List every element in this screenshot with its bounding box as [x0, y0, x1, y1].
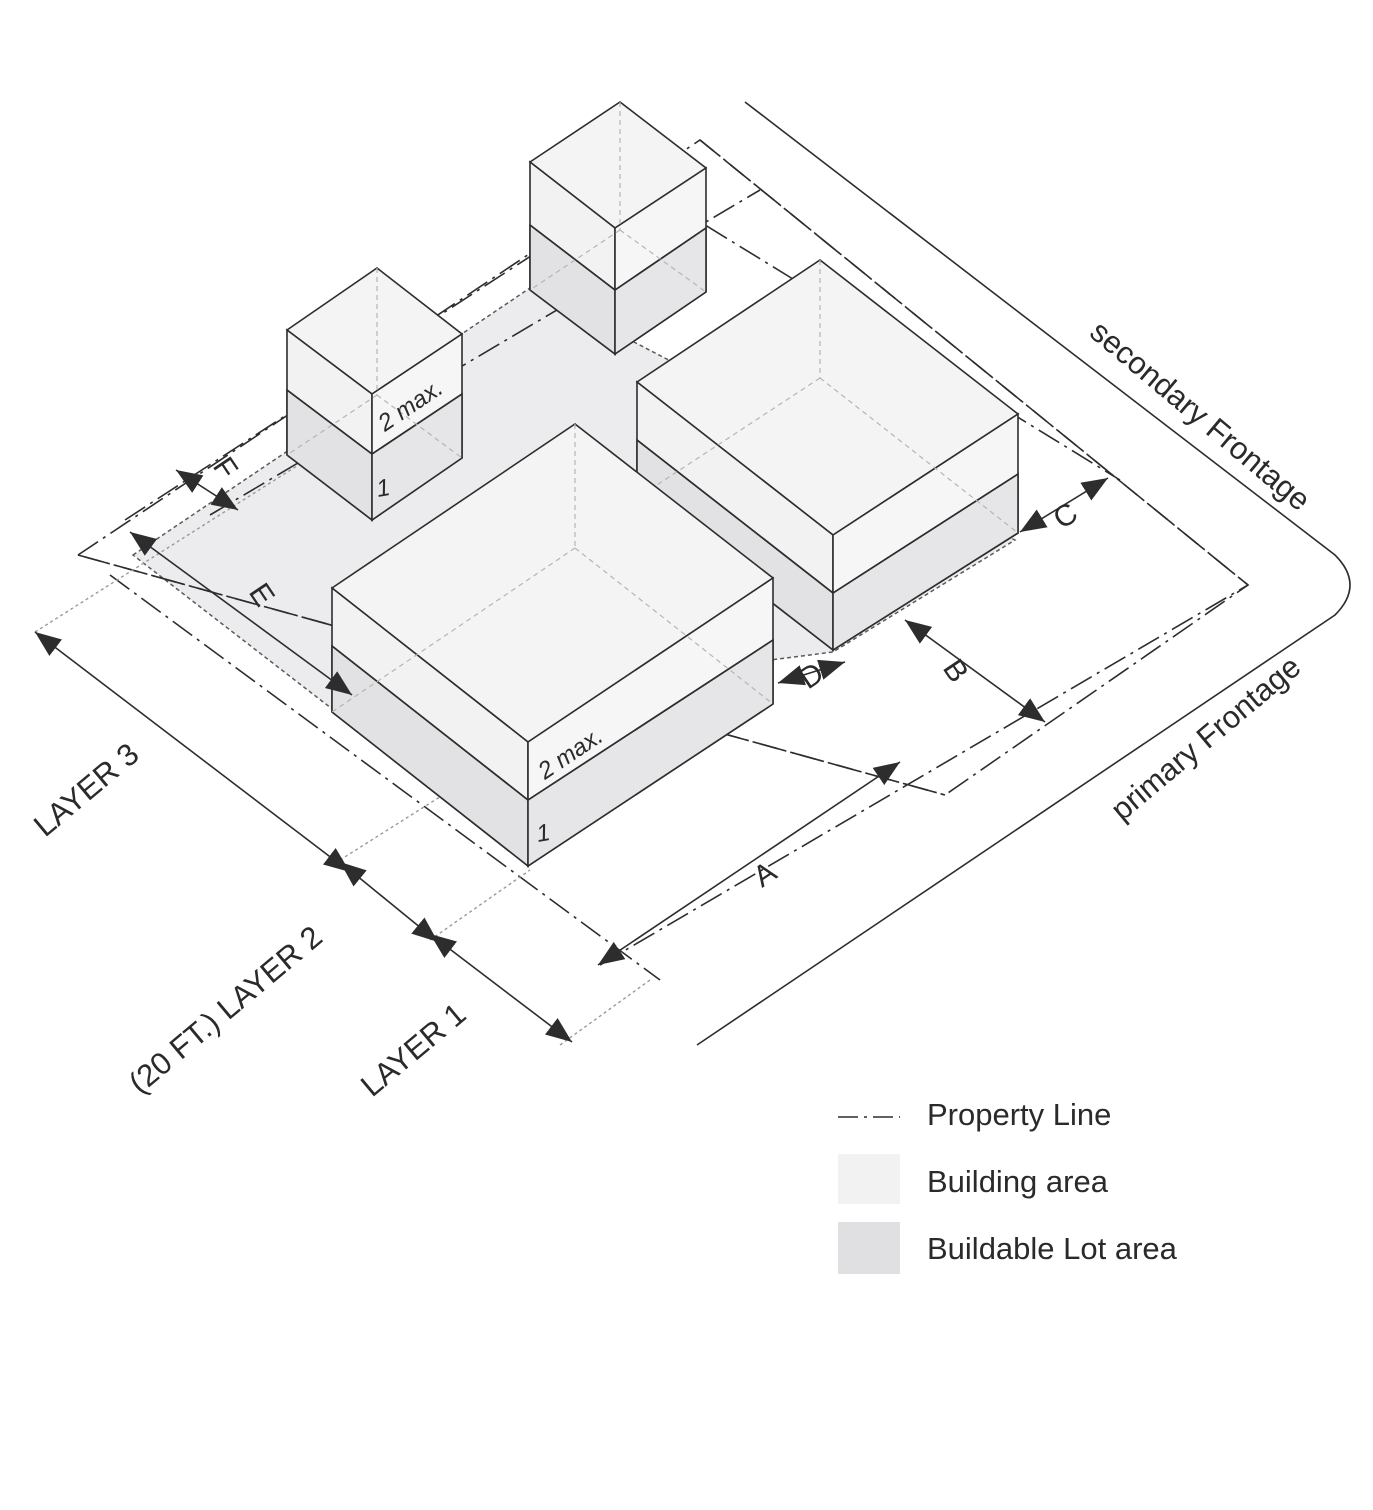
dimension-layer3-line [34, 631, 351, 873]
left-tower-floor-1 [286, 389, 373, 455]
dimension-layer2-line [339, 861, 439, 943]
secondary-frontage-label: secondary Frontage [1084, 314, 1318, 518]
legend-buildable-lot-label: Buildable Lot area [927, 1231, 1178, 1266]
back-tower-hidden [529, 102, 707, 293]
legend-property-line-label: Property Line [927, 1097, 1111, 1132]
right-building-floor-1 [636, 439, 834, 594]
right-building-hidden-2 [636, 377, 821, 499]
left-tower-hidden [286, 268, 463, 459]
left-tower [285, 267, 464, 522]
back-tower-floor-1 [529, 224, 616, 291]
main-building [330, 423, 775, 868]
main-building-floor-2 [527, 639, 774, 801]
dimension-a-line [597, 761, 901, 966]
layer2-label: (20 FT.) LAYER 2 [122, 919, 329, 1100]
main-building-hidden [331, 424, 774, 713]
dimension-f-label: F [206, 451, 244, 485]
left-tower-hidden-2 [286, 394, 378, 456]
dimension-layer1-line [429, 933, 573, 1043]
layer-guide-1 [429, 869, 531, 941]
dimension-b-line [904, 619, 1046, 723]
setback-line-5 [209, 189, 761, 516]
property-line-inner-2 [699, 139, 1249, 586]
back-tower-hidden-2 [529, 229, 621, 291]
legend-building-area-label: Building area [927, 1164, 1109, 1199]
legend: Property Line Building area Buildable Lo… [838, 1097, 1178, 1274]
dimension-c-line [1019, 477, 1109, 533]
street-edge [696, 101, 1351, 1046]
main-building-floor-1-label: 1 [534, 819, 552, 848]
right-building-floor-2 [832, 473, 1019, 594]
dimension-lines [34, 469, 1109, 1043]
dimension-f-line [175, 469, 239, 511]
primary-frontage-label: primary Frontage [1104, 649, 1307, 828]
right-building [635, 259, 1020, 652]
dimension-d-line [777, 659, 846, 686]
right-building-hidden-3 [819, 377, 1019, 534]
layer3-label: LAYER 3 [27, 736, 145, 843]
right-building-hidden [636, 260, 1019, 534]
legend-buildable-lot-swatch [838, 1222, 900, 1274]
dimension-b-label: B [936, 653, 975, 688]
main-building-hidden-3 [574, 547, 774, 705]
left-tower-floor-1-label: 1 [374, 474, 392, 503]
setback-line-1 [109, 574, 661, 981]
dimension-c-label: C [1047, 496, 1083, 535]
street-outline [696, 101, 1351, 1046]
layer1-label: LAYER 1 [354, 996, 472, 1103]
legend-building-area-swatch [838, 1154, 900, 1204]
main-building-floor-1 [331, 645, 529, 801]
layer-guide-0 [559, 979, 651, 1046]
main-building-hidden-2 [331, 547, 576, 713]
back-tower [528, 101, 708, 356]
dimension-d-label: D [793, 656, 829, 695]
